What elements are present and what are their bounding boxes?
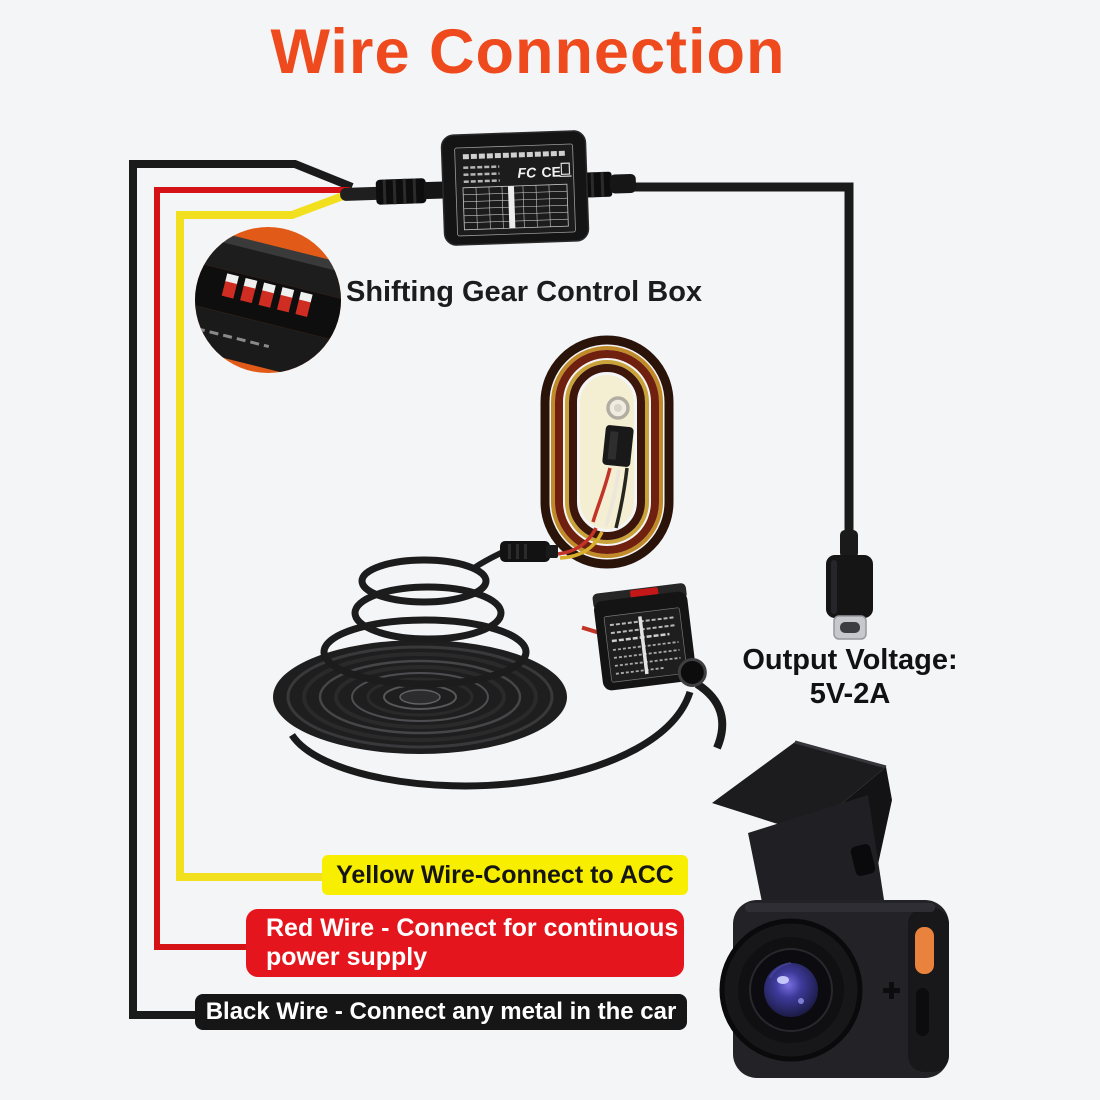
cable-tail-loop [289,690,694,790]
usb-c-plug [826,530,873,640]
box-to-cam-cable [694,680,727,750]
output-voltage-caption: Output Voltage: 5V-2A [722,643,978,711]
gear-switch-inset [195,227,341,373]
output-voltage-line1: Output Voltage: [742,644,958,676]
ce-mark: CE [541,163,561,180]
black-wire [129,160,354,1019]
gear-control-box: FC CE [340,130,637,246]
coil-pigtail [557,527,598,556]
yellow-wire-banner-text: Yellow Wire-Connect to ACC [336,860,674,889]
weee-icon [560,162,571,175]
red-wire-banner-text: Red Wire - Connect for continuous power … [266,914,679,971]
wire-coil-oval [540,335,674,569]
lens-glass [764,963,818,1017]
yellow-wire-banner: Yellow Wire-Connect to ACC [322,855,688,895]
red-wire [154,187,350,950]
left-wire-bundle [129,160,354,1019]
cam-power-button [915,927,934,974]
output-voltage-line2: 5V-2A [809,678,891,710]
dip-switches [221,273,313,317]
cable-spiral [273,541,694,790]
control-box-caption: Shifting Gear Control Box [346,276,703,308]
dash-cam [712,740,949,1078]
cam-sd-slot [916,988,929,1036]
usb-plug-body [826,555,873,618]
page-title: Wire Connection [270,17,786,87]
cam-mount [712,742,886,833]
usb-cable [630,182,854,536]
red-wire-banner: Red Wire - Connect for continuous power … [246,909,684,977]
left-connector [340,186,383,201]
hardwire-kit-box [581,583,707,691]
yellow-wire [176,189,353,881]
barrel-connector [677,657,707,687]
black-wire-banner-text: Black Wire - Connect any metal in the ca… [205,998,677,1025]
fcc-mark: FC [517,164,537,181]
coil-plug [602,425,634,467]
black-wire-banner: Black Wire - Connect any metal in the ca… [195,994,687,1030]
